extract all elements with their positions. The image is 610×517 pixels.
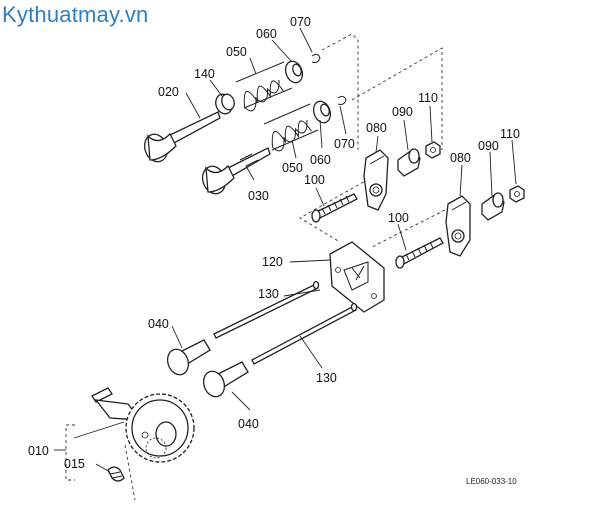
callout-110-right: 110	[500, 127, 520, 141]
callout-015: 015	[64, 457, 85, 471]
callout-050-lower: 050	[282, 161, 303, 175]
part-110-nut-left[interactable]	[425, 141, 441, 159]
part-110-nut-right[interactable]	[509, 185, 525, 203]
part-010-camshaft-gear[interactable]	[91, 387, 195, 463]
part-020-valve-upper[interactable]	[141, 111, 221, 165]
leader-lines	[54, 27, 517, 473]
callout-140: 140	[194, 67, 215, 81]
part-050-spring-lower[interactable]	[263, 103, 319, 153]
callout-070-lower: 070	[334, 137, 355, 151]
callout-020: 020	[158, 85, 179, 99]
part-100-stud-right[interactable]	[395, 237, 444, 269]
callout-080-right: 080	[450, 151, 471, 165]
callout-120: 120	[262, 255, 283, 269]
part-040-tappet-upper[interactable]	[164, 339, 211, 378]
callout-060-upper: 060	[256, 27, 277, 41]
callout-100-left: 100	[304, 173, 325, 187]
callout-130-upper: 130	[258, 287, 279, 301]
diagram-reference-code: LE060-033-10	[466, 477, 517, 486]
part-030-valve-lower[interactable]	[199, 147, 271, 197]
part-060-retainer-upper[interactable]	[283, 59, 306, 85]
part-040-tappet-lower[interactable]	[200, 361, 249, 400]
part-050-spring-upper[interactable]	[235, 61, 293, 113]
part-130-push-rod-upper[interactable]	[213, 280, 320, 339]
callout-010: 010	[28, 444, 49, 458]
callout-030: 030	[248, 189, 269, 203]
callout-040-lower: 040	[238, 417, 259, 431]
callout-100-right: 100	[388, 211, 409, 225]
callout-040-upper: 040	[148, 317, 169, 331]
part-130-push-rod-lower[interactable]	[251, 302, 358, 365]
callout-080-left: 080	[366, 121, 387, 135]
callout-060-lower: 060	[310, 153, 331, 167]
part-120-plate[interactable]	[329, 241, 385, 313]
part-070-collet-lower[interactable]	[337, 95, 347, 105]
watermark-logo: Kythuatmay.vn	[2, 2, 149, 27]
callout-070-upper: 070	[290, 15, 311, 29]
callout-090-right: 090	[478, 139, 499, 153]
part-060-retainer-lower[interactable]	[311, 99, 334, 125]
callout-110-left: 110	[418, 91, 438, 105]
part-080-rocker-arm-left[interactable]	[363, 149, 389, 211]
callout-050-upper: 050	[226, 45, 247, 59]
part-015-pin[interactable]	[107, 466, 125, 482]
part-080-rocker-arm-right[interactable]	[445, 195, 471, 257]
part-090-pivot-right[interactable]	[481, 192, 505, 221]
part-090-pivot-left[interactable]	[397, 148, 421, 177]
callout-090-left: 090	[392, 105, 413, 119]
callout-labels: 070 060 050 140 020 070 060 050 030 080 …	[28, 15, 520, 471]
part-100-stud-left[interactable]	[311, 193, 358, 223]
part-070-collet-upper[interactable]	[311, 53, 321, 63]
callout-130-lower: 130	[316, 371, 337, 385]
assembly-guide-lines	[65, 33, 446, 501]
